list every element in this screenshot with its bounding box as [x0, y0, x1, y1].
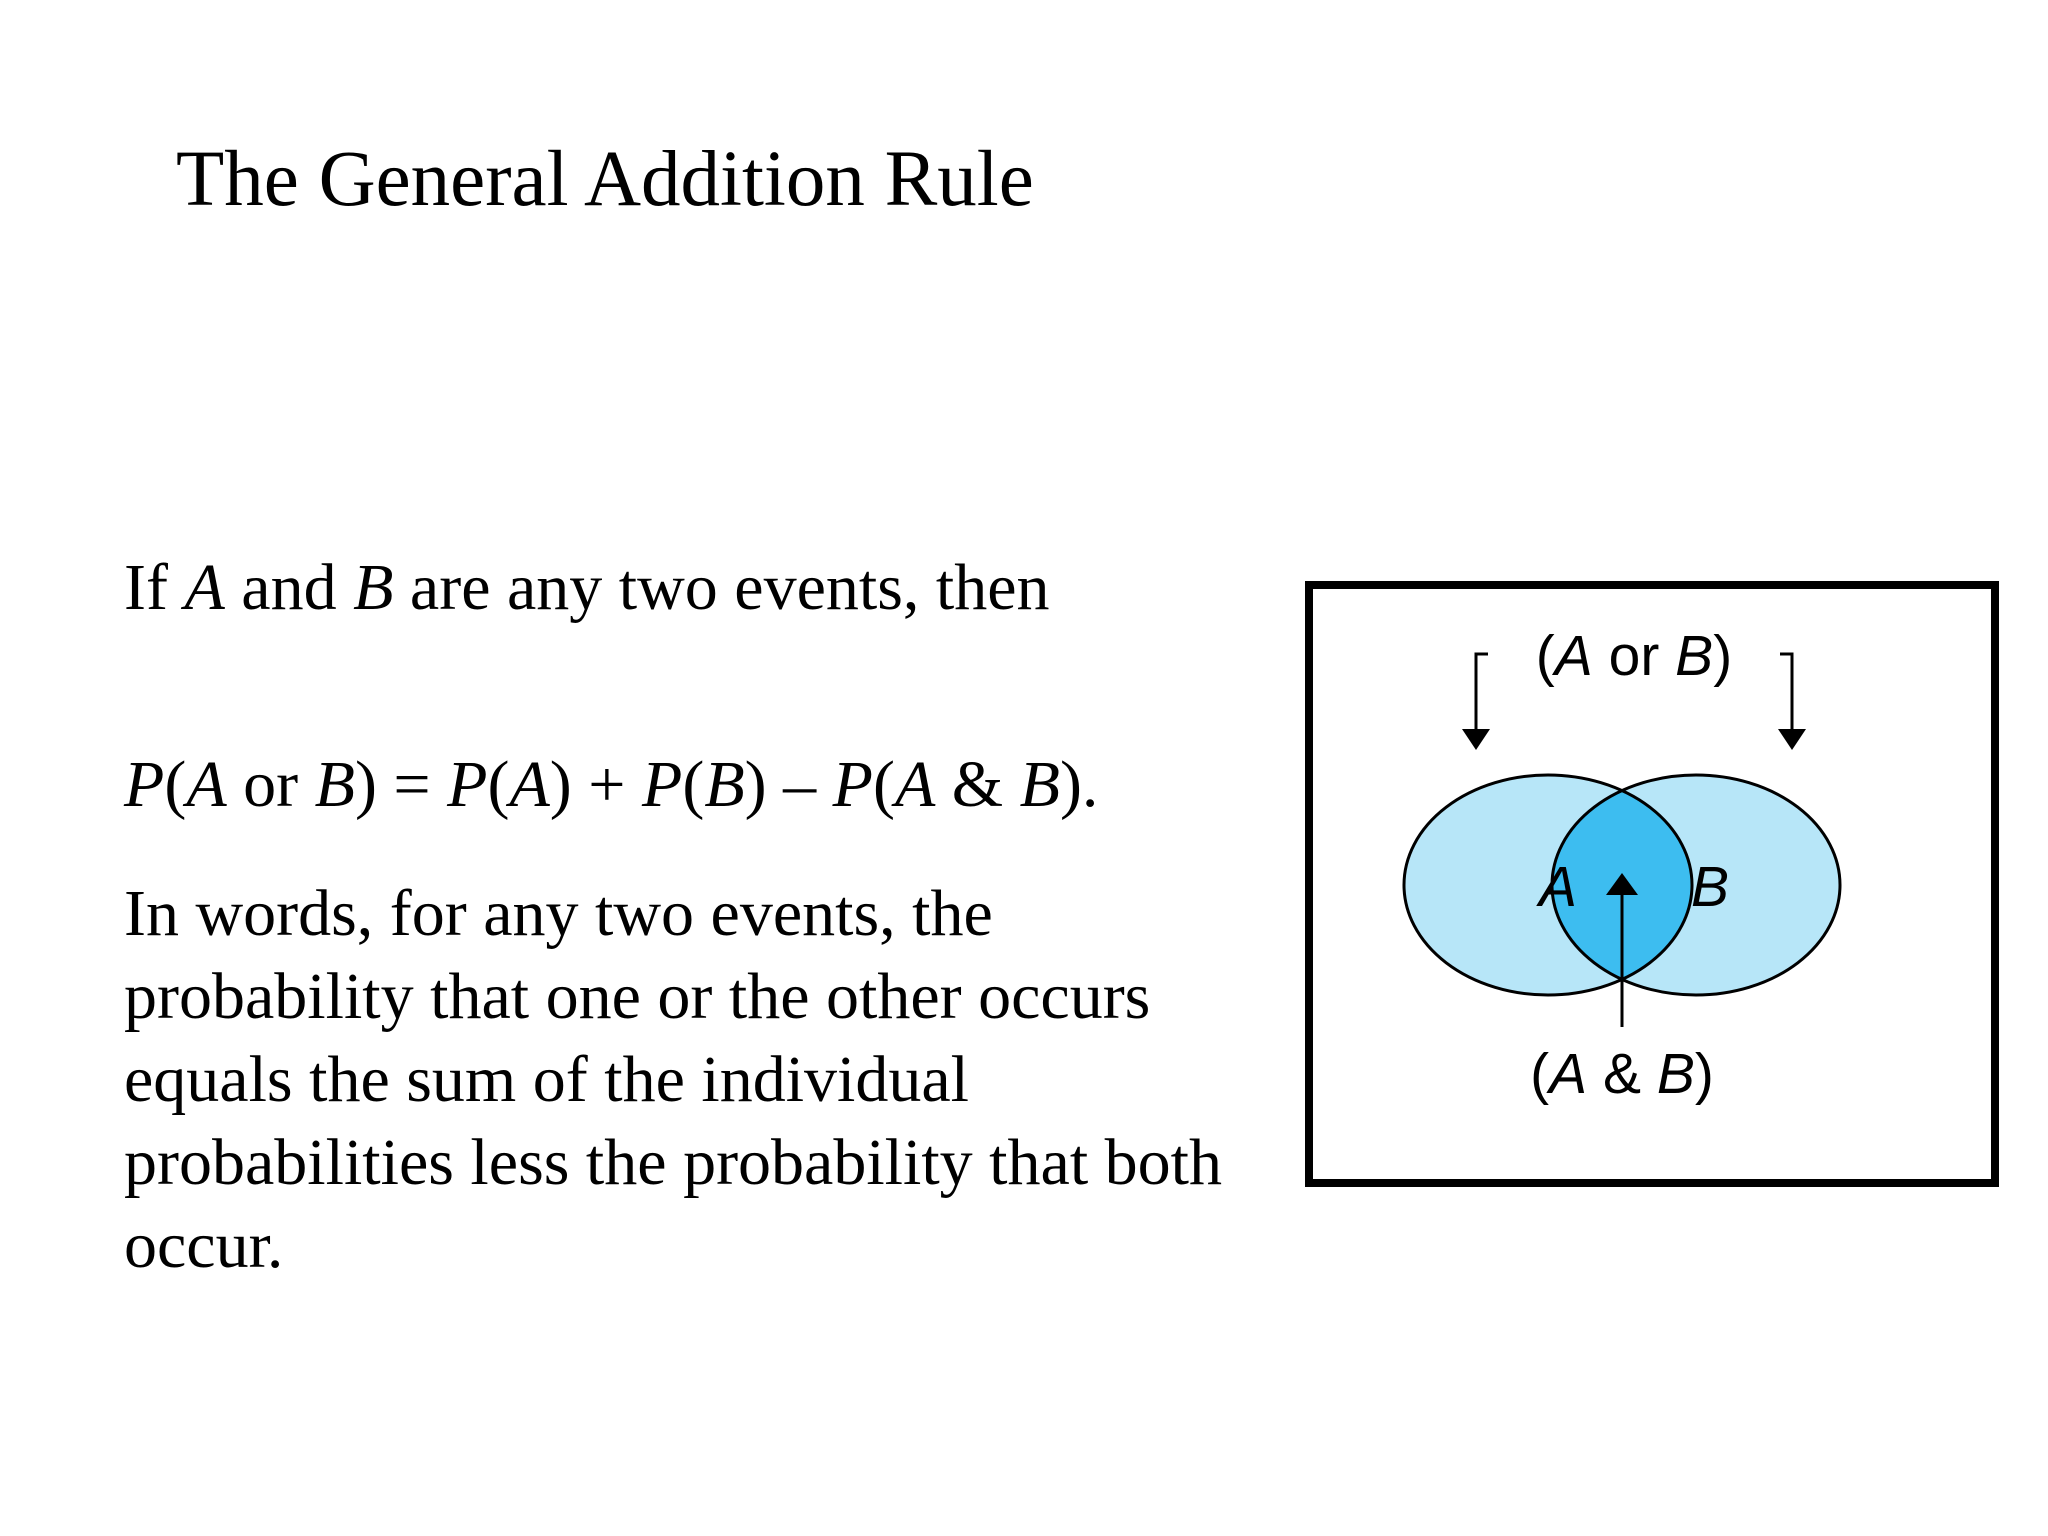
formula-var-a: A	[509, 748, 550, 821]
formula-var-a: A	[186, 748, 227, 821]
formula-plus: ) +	[549, 748, 642, 821]
intersection-arrow-icon	[1606, 873, 1638, 895]
formula-close: ).	[1059, 748, 1099, 821]
intro-sentence: If A and B are any two events, then	[124, 555, 1050, 621]
formula-var-b: B	[314, 748, 355, 821]
union-right-arrow-icon	[1778, 729, 1806, 750]
intersection-region	[1552, 775, 1692, 995]
formula-p: P	[447, 748, 488, 821]
union-label: (A or B)	[1536, 624, 1732, 688]
intro-var-b: B	[353, 551, 394, 624]
formula-var-b: B	[704, 748, 745, 821]
union-left-arrow-line	[1474, 652, 1488, 733]
formula-var-a: A	[894, 748, 936, 821]
slide-title: The General Addition Rule	[176, 136, 1034, 223]
venn-diagram: (A or B) A B (A & B)	[1304, 575, 2000, 1189]
formula-and: &	[935, 748, 1020, 821]
circle-b-label: B	[1691, 855, 1729, 919]
formula-paren: (	[487, 748, 510, 821]
formula-var-b: B	[1019, 748, 1060, 821]
formula-minus: ) –	[744, 748, 833, 821]
formula-paren: (	[682, 748, 705, 821]
intro-text-1: If	[124, 551, 185, 624]
union-right-arrow-line	[1780, 652, 1794, 733]
circle-a-label: A	[1536, 855, 1577, 919]
formula-p: P	[124, 748, 165, 821]
intro-text-3: are any two events, then	[393, 551, 1050, 624]
circle-b-outline	[1550, 773, 1842, 997]
intro-text-2: and	[224, 551, 354, 624]
intro-var-a: A	[184, 551, 225, 624]
formula-p: P	[642, 748, 683, 821]
formula-paren: (	[872, 748, 895, 821]
formula-p: P	[832, 748, 873, 821]
explanation-paragraph: In words, for any two events, the probab…	[124, 877, 1222, 1282]
formula-or: or	[226, 748, 315, 821]
circle-a-outline	[1402, 773, 1694, 997]
union-left-arrow-icon	[1462, 729, 1490, 750]
formula-equals: ) =	[354, 748, 448, 821]
intersection-label: (A & B)	[1530, 1042, 1714, 1106]
addition-rule-formula: P(A or B) = P(A) + P(B) – P(A & B).	[124, 752, 1098, 818]
formula-paren: (	[164, 748, 187, 821]
